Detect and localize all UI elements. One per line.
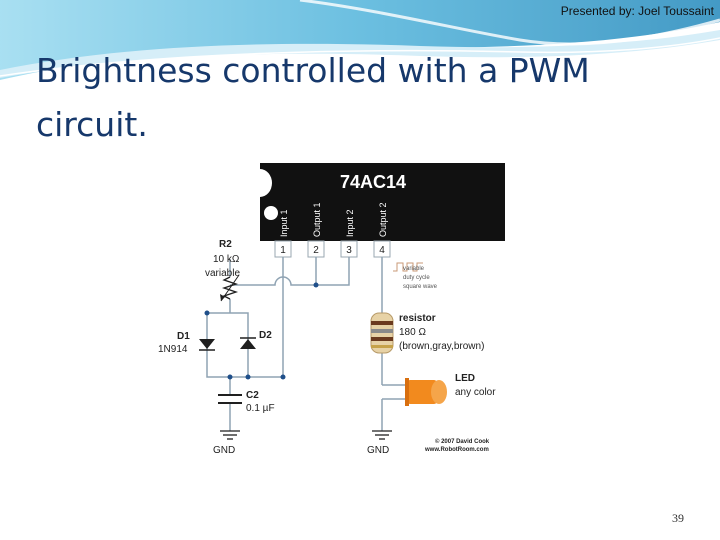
wave-note-line-2: duty cycle [403, 275, 430, 281]
wave-note-line-3: square wave [403, 284, 438, 290]
r2-value-label: 10 kΩ [213, 254, 240, 265]
resistor-180-icon [370, 312, 394, 354]
pin1-dot [264, 206, 278, 220]
d1-part-label: 1N914 [158, 344, 188, 355]
r2-name-label: R2 [219, 239, 232, 250]
resistor-value-label: 180 Ω [399, 327, 426, 338]
led-icon [382, 378, 447, 406]
gnd-right-symbol [372, 430, 392, 440]
d1-name-label: D1 [177, 331, 190, 342]
pin-number-1: 1 [280, 245, 286, 256]
pin-label-3: Input 2 [345, 209, 355, 237]
resistor-name-label: resistor [399, 313, 436, 324]
pin-label-2: Output 1 [312, 202, 322, 237]
chip-label: 74AC14 [340, 172, 406, 192]
pin-number-2: 2 [313, 245, 319, 256]
d1-diode-symbol [199, 339, 215, 349]
gnd-left-symbol [220, 430, 240, 440]
pwm-circuit-schematic: 74AC14 Input 1 Output 1 Input 2 Output 2… [155, 163, 511, 460]
gnd-right-label: GND [367, 445, 389, 456]
chip-74ac14: 74AC14 Input 1 Output 1 Input 2 Output 2 [260, 163, 505, 241]
led-name-label: LED [455, 373, 475, 384]
wire-junctions [204, 282, 319, 380]
circuit-wires [206, 257, 383, 431]
d2-name-label: D2 [259, 330, 272, 341]
presenter-credit: Presented by: Joel Toussaint [560, 4, 714, 18]
resistor-colors-label: (brown,gray,brown) [399, 341, 484, 352]
copyright-line-2: www.RobotRoom.com [424, 447, 489, 453]
c2-value-label: 0.1 µF [246, 403, 275, 414]
led-note-label: any color [455, 387, 496, 398]
pin-label-1: Input 1 [279, 209, 289, 237]
pin-number-4: 4 [379, 245, 385, 256]
copyright-line-1: © 2007 David Cook [435, 438, 490, 445]
gnd-left-label: GND [213, 445, 235, 456]
slide-title: Brightness controlled with a PWM circuit… [36, 51, 590, 144]
c2-name-label: C2 [246, 390, 259, 401]
pin-number-3: 3 [346, 245, 352, 256]
header-swoosh-decoration [0, 0, 720, 80]
page-number: 39 [672, 511, 684, 525]
pin-label-4: Output 2 [378, 202, 388, 237]
square-wave-icon [393, 262, 423, 272]
r2-note-label: variable [205, 268, 240, 279]
d2-diode-symbol [240, 339, 256, 349]
wave-note-line-1: variable [403, 266, 425, 272]
